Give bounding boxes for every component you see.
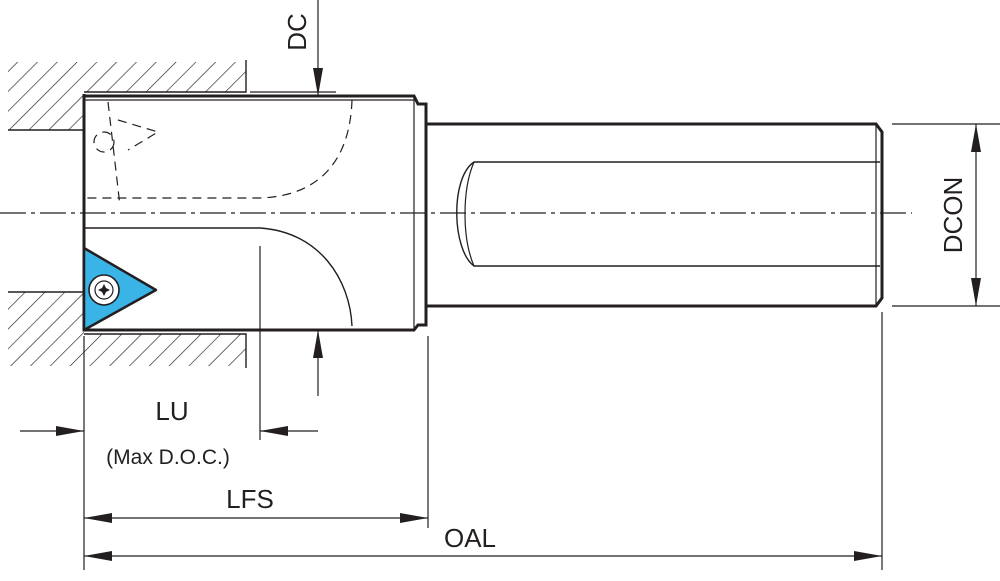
dcon-dimension	[892, 123, 1000, 307]
lu-dimension	[20, 426, 318, 436]
dcon-label: DCON	[938, 177, 968, 254]
lu-note: (Max D.O.C.)	[106, 446, 230, 469]
extension-lines	[83, 246, 883, 570]
lu-label: LU	[155, 396, 188, 426]
lfs-dimension	[84, 513, 428, 523]
shank	[426, 122, 884, 308]
dc-dimension	[250, 0, 336, 396]
oal-label: OAL	[444, 523, 496, 553]
hidden-flute-lines	[84, 99, 353, 207]
insert-icon	[82, 246, 158, 332]
torx-screw-icon	[88, 274, 120, 306]
oal-dimension	[84, 551, 882, 561]
dc-label: DC	[282, 13, 312, 51]
lfs-label: LFS	[226, 484, 274, 514]
